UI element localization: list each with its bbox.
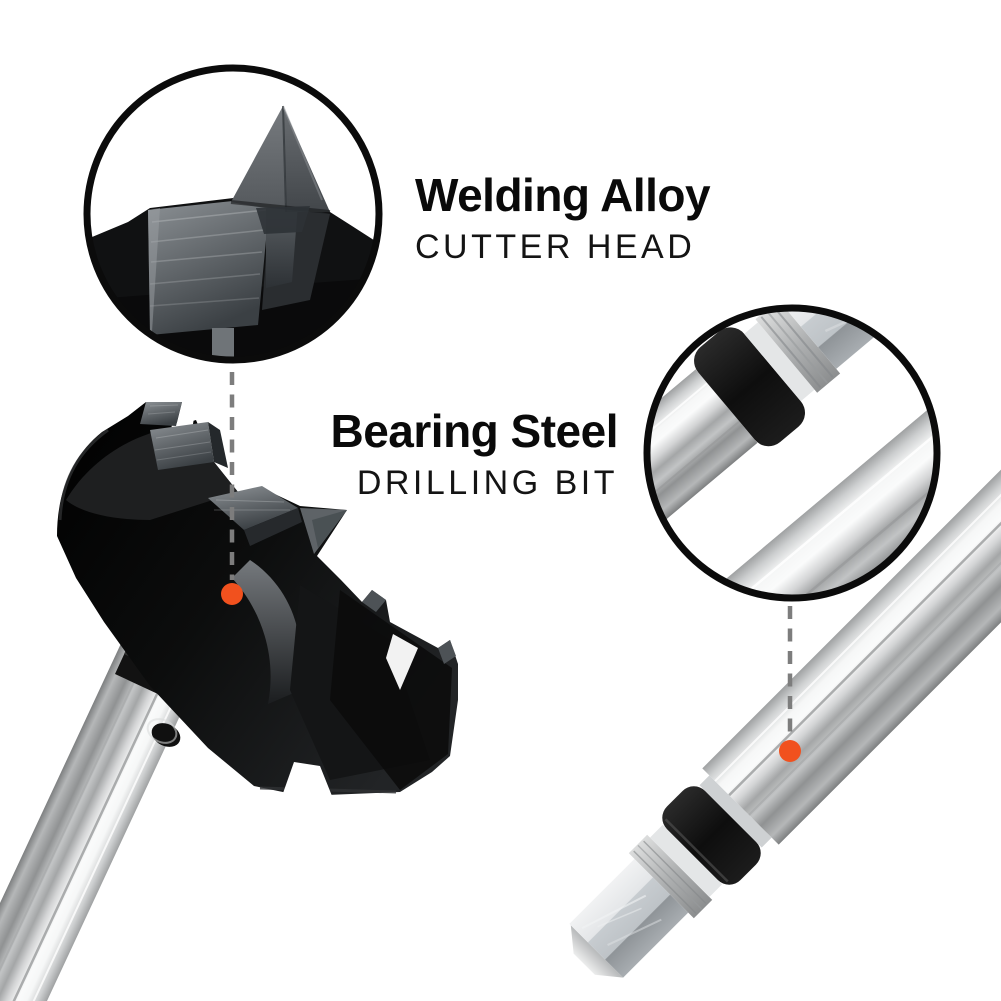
shank-detail-with-oring (648, 309, 936, 591)
center-point-shaft (212, 328, 234, 360)
callout-cutter-head: Welding Alloy CUTTER HEAD (415, 169, 711, 266)
forstner-bit-photo (0, 402, 458, 1001)
highlight-dot-cutter-head (221, 583, 243, 605)
callout-title: Bearing Steel (330, 405, 619, 457)
magnifier-ring (643, 304, 941, 602)
o-ring (662, 786, 761, 885)
highlight-dot-drilling-bit (779, 740, 801, 762)
knurled-ring (628, 834, 713, 919)
knurled-ring-detail (755, 309, 841, 393)
callout-subtitle: CUTTER HEAD (415, 228, 696, 266)
hex-shank-photo (569, 386, 1001, 978)
callout-subtitle: DRILLING BIT (356, 464, 618, 502)
magnifier-ring (83, 64, 383, 364)
carbide-tooth (150, 422, 228, 470)
callout-drilling-bit: Bearing Steel DRILLING BIT (268, 405, 619, 502)
cutter-head (57, 402, 458, 796)
carbide-tooth (140, 402, 182, 426)
magnifier-circle-cutter-head (83, 64, 383, 364)
hex-section (569, 858, 689, 978)
round-shank (702, 386, 1001, 845)
gullet-highlight (232, 560, 301, 704)
center-spur-pyramid (230, 105, 331, 214)
callout-title: Welding Alloy (415, 169, 711, 221)
welded-alloy-slab (148, 197, 270, 335)
collar-ring (649, 824, 723, 898)
spur-tooth (300, 508, 347, 554)
magnifier-circle-drilling-bit (643, 304, 941, 602)
